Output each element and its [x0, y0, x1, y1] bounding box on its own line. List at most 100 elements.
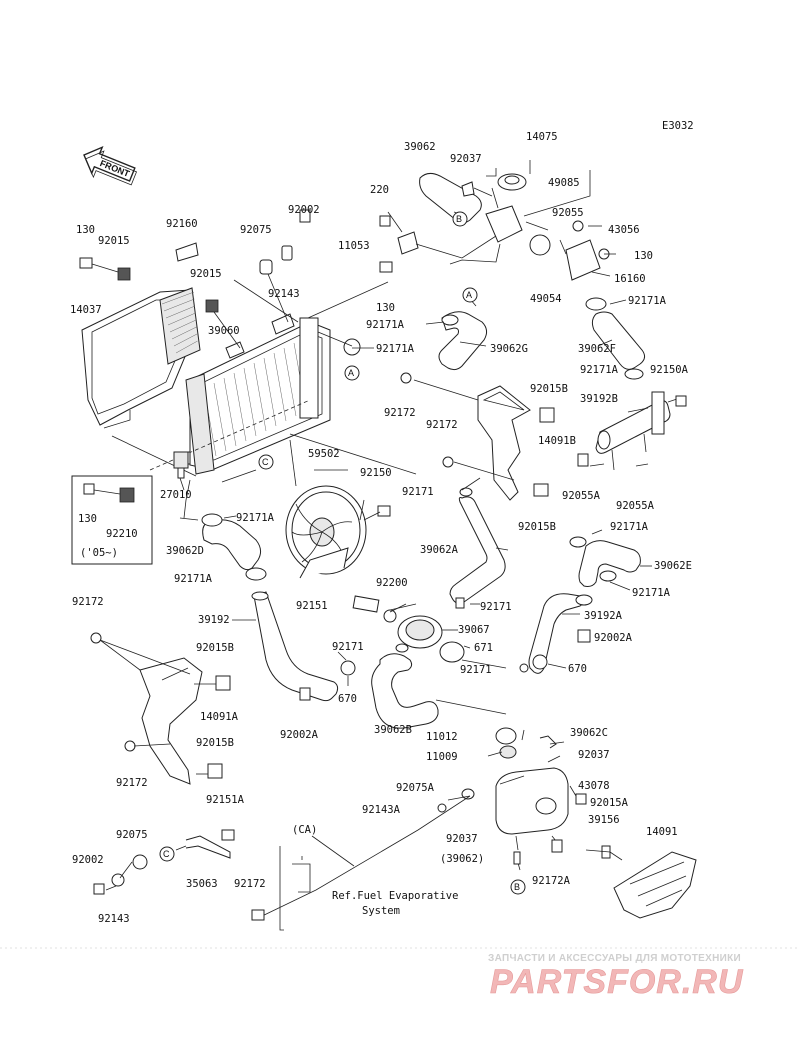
part-label: 92015B [196, 642, 234, 654]
hose-39062e [569, 536, 641, 587]
part-label: 14075 [526, 131, 558, 143]
cooling-fan [285, 485, 391, 579]
part-label: 92171A [174, 573, 213, 585]
part-label: 39192 [198, 614, 230, 626]
part-label: 670 [338, 693, 357, 705]
part-label: 92143 [268, 288, 300, 300]
part-label: 220 [370, 184, 389, 196]
part-label: 39062D [166, 545, 204, 557]
callout-a-top: A [466, 290, 472, 300]
hose-39062f [585, 297, 646, 380]
part-label: 14091 [646, 826, 678, 838]
part-label: 92172A [532, 875, 571, 887]
watermark-logo: PARTSFOR.RU [490, 963, 744, 1001]
part-label: 92172 [116, 777, 148, 789]
part-label: 92171A [376, 343, 415, 355]
part-label: 92075 [240, 224, 272, 236]
part-label: 92015 [98, 235, 130, 247]
part-label: 92151A [206, 794, 245, 806]
part-label: 92171A [628, 295, 667, 307]
part-label: 92055 [552, 207, 584, 219]
part-label: 39067 [458, 624, 490, 636]
part-label: 92143A [362, 804, 401, 816]
part-label: 39062F [578, 343, 616, 355]
part-label: 14091B [538, 435, 576, 447]
part-label: 92037 [578, 749, 610, 761]
diagram-code: E3032 [662, 120, 694, 132]
pipe-39192a [528, 593, 593, 674]
part-label: 92055A [562, 490, 601, 502]
part-label: 49085 [548, 177, 580, 189]
sensor-27010 [173, 451, 189, 479]
part-label: 92200 [376, 577, 408, 589]
guard-14091 [601, 845, 697, 919]
part-label: 39062 [404, 141, 436, 153]
part-label: 92015B [196, 737, 234, 749]
part-label: 92002 [72, 854, 104, 866]
part-label: 92171A [632, 587, 671, 599]
part-label: 39192A [584, 610, 623, 622]
part-label: 11012 [426, 731, 458, 743]
part-label: 92151 [296, 600, 328, 612]
part-label: 11009 [426, 751, 458, 763]
part-labels: 14075 39062 92037 49085 220 92055 43056 … [70, 131, 692, 925]
callout-b-bottom: B [514, 882, 520, 892]
part-label: 59502 [308, 448, 340, 460]
part-label: 92015B [530, 383, 568, 395]
reference-note-line1: Ref.Fuel Evaporative [332, 890, 458, 902]
hose-39062d [201, 513, 267, 581]
guard-14091a [90, 632, 231, 785]
reference-note-line2: System [362, 905, 400, 917]
part-label: 92171 [480, 601, 512, 613]
part-label: 92171A [236, 512, 275, 524]
variant-box [71, 475, 153, 565]
part-label: 92002 [288, 204, 320, 216]
part-label: 670 [568, 663, 587, 675]
watermark-tagline: ЗАПЧАСТИ И АКСЕССУАРЫ ДЛЯ МОТОТЕХНИКИ [488, 953, 741, 964]
part-label: 92160 [166, 218, 198, 230]
callout-b-top: B [456, 214, 462, 224]
part-label: 130 [78, 513, 97, 525]
part-label: 92171A [610, 521, 649, 533]
part-label: 130 [634, 250, 653, 262]
water-pipe-39192b [595, 391, 671, 471]
part-label: 92075 [116, 829, 148, 841]
part-label: (39062) [440, 853, 484, 865]
radiator [185, 313, 331, 475]
part-label: 92002A [594, 632, 633, 644]
part-label: 39062E [654, 560, 692, 572]
part-label: 92171A [580, 364, 619, 376]
part-label: (CA) [292, 824, 317, 836]
upper-filler-neck [379, 172, 610, 281]
part-label: 92015A [590, 797, 629, 809]
hose-39062b [371, 643, 439, 729]
callout-markers: B A A C C B [159, 211, 526, 895]
part-label: 92171 [402, 486, 434, 498]
part-label: 16160 [614, 273, 646, 285]
part-label: 39062C [570, 727, 608, 739]
hose-39062a [449, 487, 506, 604]
part-label: 92171A [366, 319, 405, 331]
part-label: 39156 [588, 814, 620, 826]
bracket-35063 [93, 829, 235, 895]
part-label: 92171 [332, 641, 364, 653]
part-label: 92172 [234, 878, 266, 890]
part-label: 14037 [70, 304, 102, 316]
part-label: 39062G [490, 343, 528, 355]
part-label: 39060 [208, 325, 240, 337]
part-label: 92171 [460, 664, 492, 676]
part-label: 43078 [578, 780, 610, 792]
callout-a-left: A [348, 368, 354, 378]
part-label: 671 [474, 642, 493, 654]
front-arrow-icon: FRONT [83, 145, 138, 186]
part-label: 92037 [446, 833, 478, 845]
part-label: 43056 [608, 224, 640, 236]
part-label: 92143 [98, 913, 130, 925]
part-label: 92075A [396, 782, 435, 794]
part-label: 130 [76, 224, 95, 236]
part-label: 14091A [200, 711, 239, 723]
part-label: 39062B [374, 724, 412, 736]
part-label: 92210 [106, 528, 138, 540]
part-label: 39062A [420, 544, 459, 556]
